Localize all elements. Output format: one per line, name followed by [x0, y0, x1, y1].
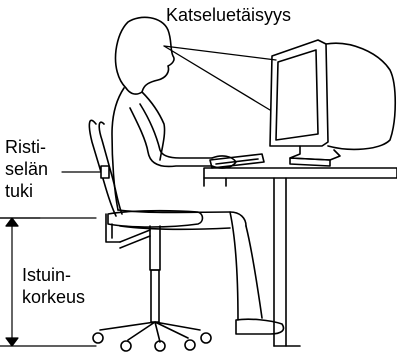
person-figure — [112, 17, 284, 334]
office-chair — [89, 120, 211, 351]
seat-height-label-line: Istuin- — [22, 264, 85, 286]
viewing-distance-label: Katseluetäisyys — [166, 4, 291, 26]
lumbar-support-label-line: Risti- — [5, 136, 48, 158]
lumbar-support-label-line: selän — [5, 158, 48, 180]
seat-height-label-line: korkeus — [22, 286, 85, 308]
lumbar-support-label-line: tuki — [5, 180, 48, 202]
seat-height-label: Istuin- korkeus — [22, 264, 85, 308]
lumbar-support-label: Risti- selän tuki — [5, 136, 48, 202]
desk — [204, 168, 397, 346]
viewing-distance-lines — [164, 46, 276, 110]
monitor — [270, 40, 395, 166]
